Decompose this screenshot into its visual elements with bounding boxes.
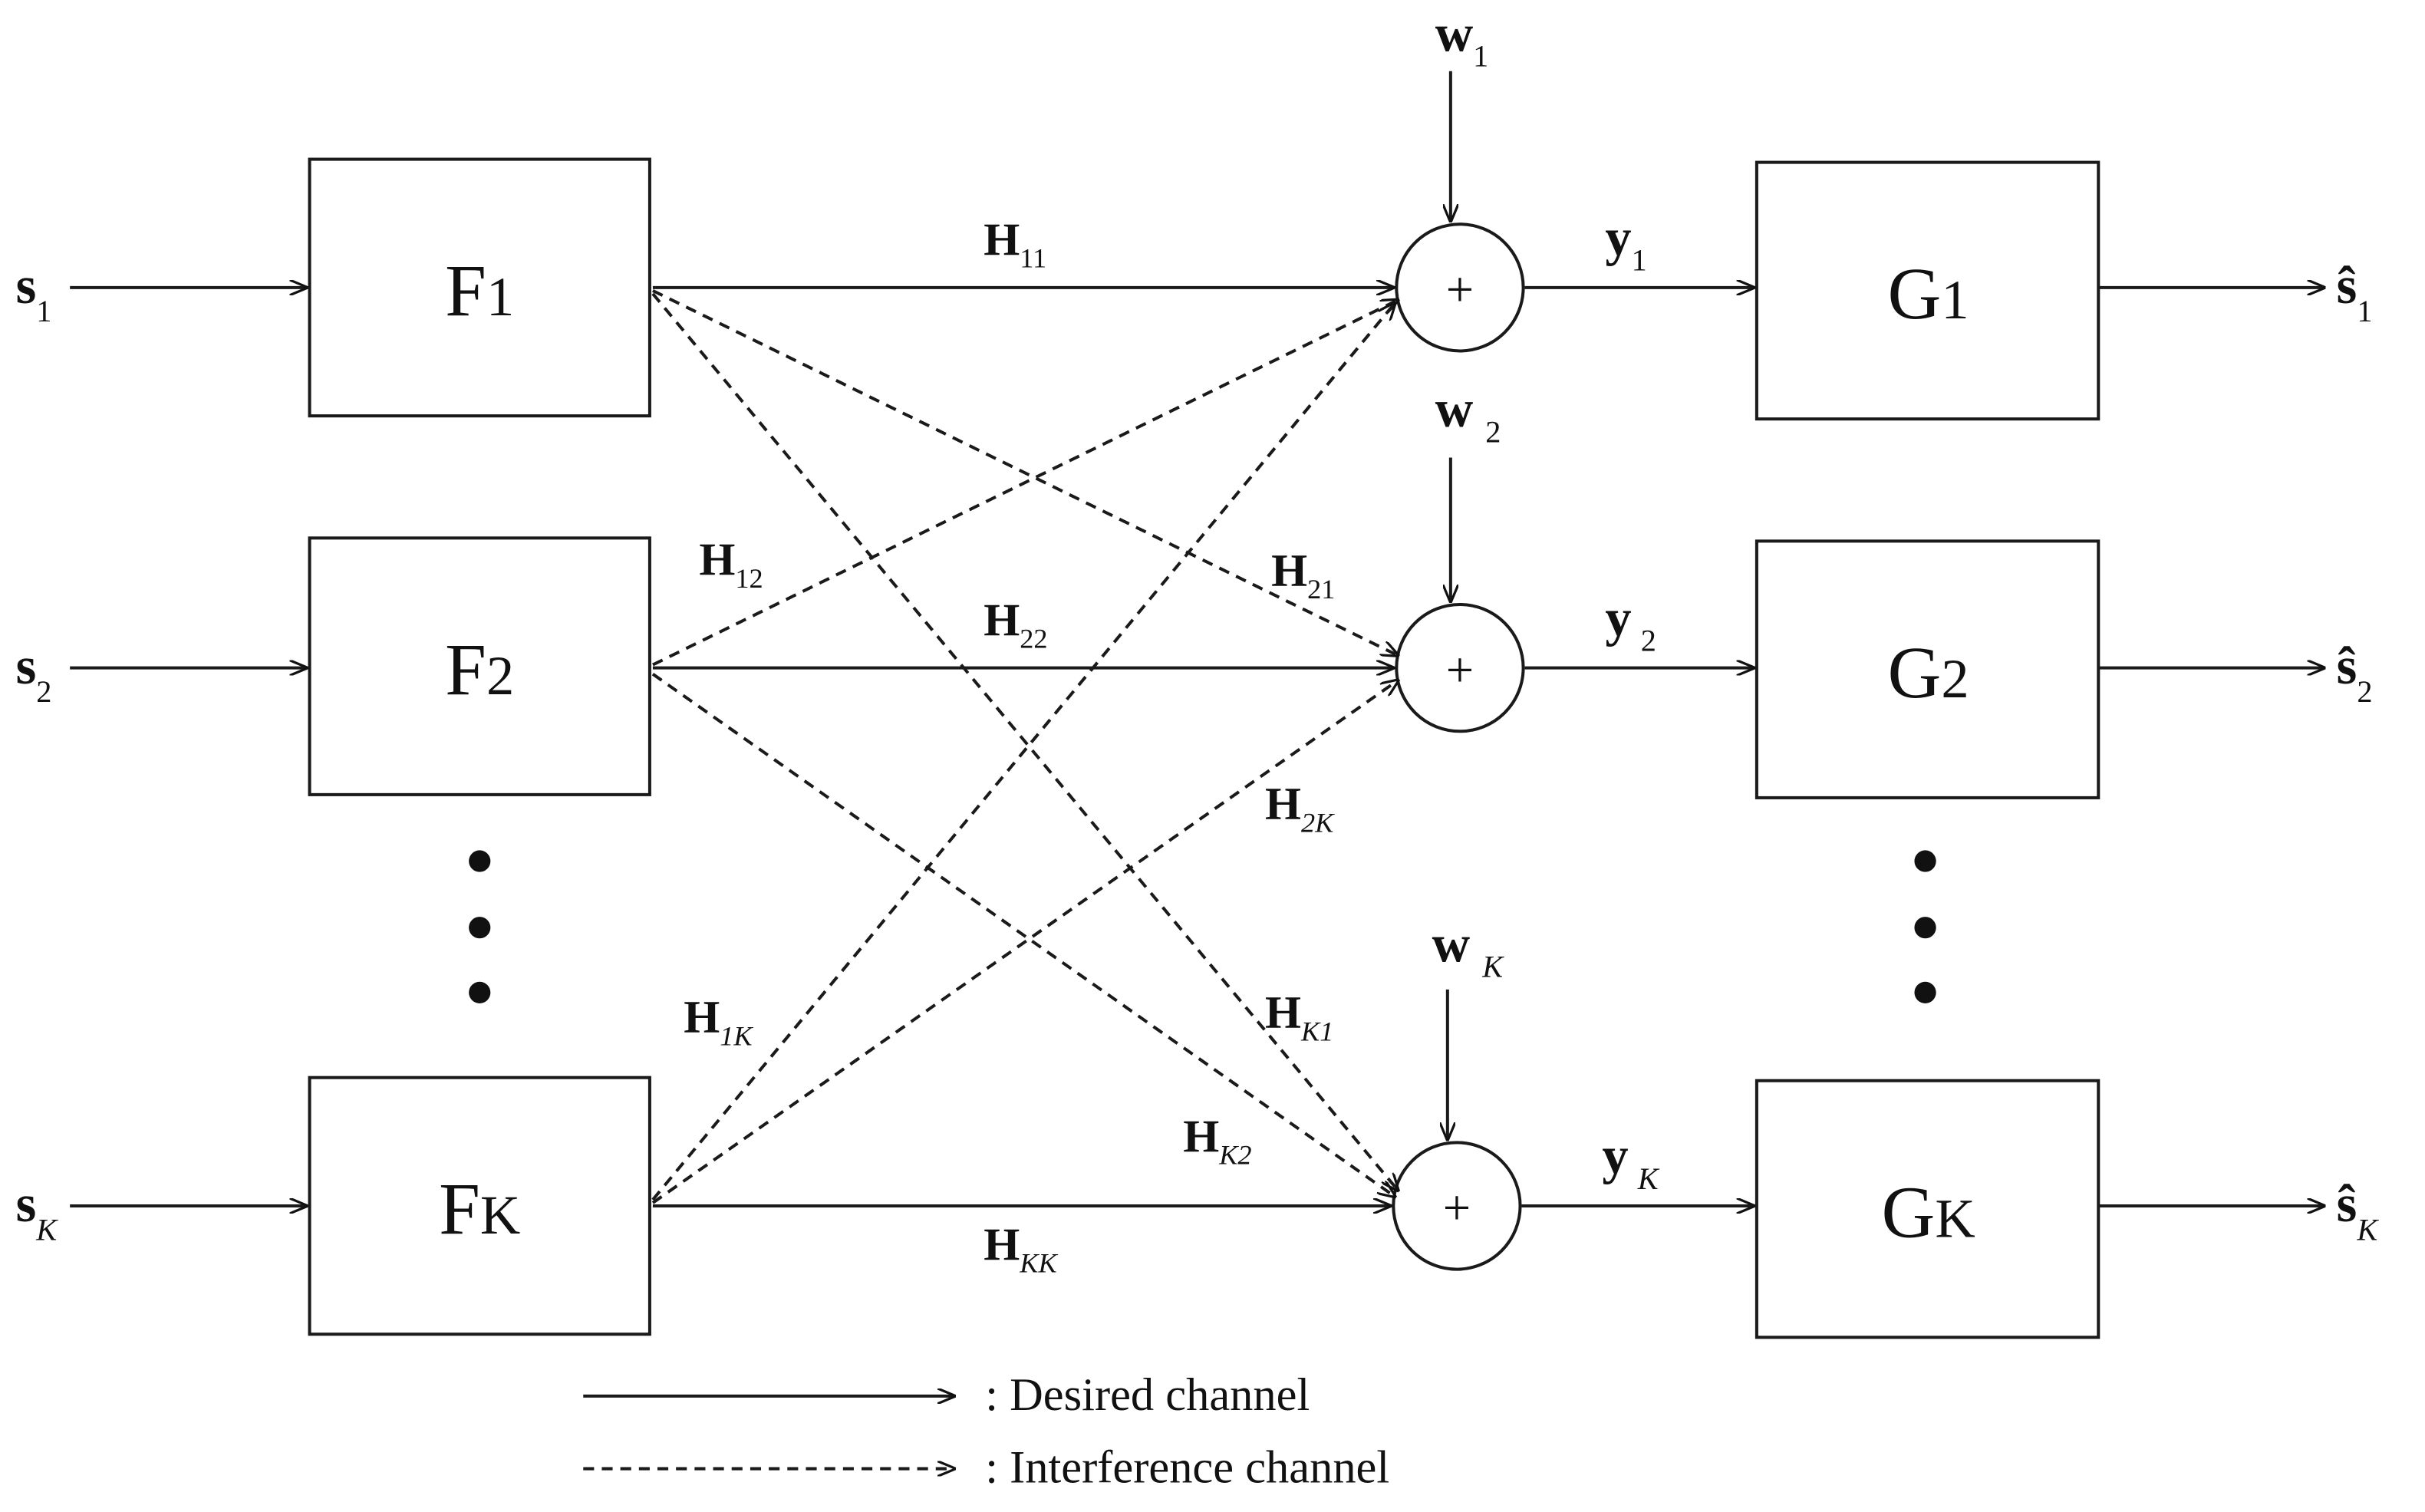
interference-channel-2k <box>651 680 1398 1204</box>
adder-2 <box>1395 602 1525 733</box>
input-label-2: s2 <box>16 637 52 709</box>
input-label-k: sK <box>16 1174 59 1247</box>
decoder-box-k <box>1755 1079 2100 1339</box>
channel-label-h1k: H1K <box>684 992 753 1051</box>
precoder-ellipsis <box>469 850 491 1003</box>
adder-1 <box>1395 222 1525 353</box>
legend-desired-label: : Desired channel <box>985 1369 1310 1421</box>
precoder-box-2 <box>308 536 651 796</box>
decoder-ellipsis <box>1914 850 1936 1003</box>
adder-symbol-2: + <box>1446 643 1474 697</box>
precoder-box-k <box>308 1076 651 1336</box>
interference-channel-1k <box>651 303 1395 1201</box>
channel-label-hk1: HK1 <box>1265 987 1333 1046</box>
interference-channel-21 <box>652 289 1398 656</box>
channel-label-h11: H11 <box>984 215 1046 274</box>
precoder-label-k: FK <box>439 1168 520 1250</box>
channel-label-h22: H22 <box>984 595 1047 654</box>
decoder-label-2: G2 <box>1888 631 1969 713</box>
precoder-label-2: F2 <box>445 628 514 710</box>
adder-symbol-1: + <box>1446 262 1474 317</box>
channel-label-hk2: HK2 <box>1183 1111 1251 1170</box>
channel-label-h2k: H2K <box>1265 779 1335 838</box>
noise-label-1: w1 <box>1435 5 1489 74</box>
decoder-box-1 <box>1755 160 2100 421</box>
channel-label-h21: H21 <box>1271 545 1335 604</box>
adder-k <box>1392 1141 1522 1271</box>
decoder-label-k: GK <box>1881 1171 1975 1253</box>
interference-channel-k1 <box>651 292 1398 1191</box>
output-label-k: ŝK <box>2337 1174 2380 1247</box>
channel-label-h12: H12 <box>699 535 763 594</box>
input-label-1: s1 <box>16 256 52 328</box>
received-label-1: y1 <box>1605 209 1646 278</box>
adder-symbol-k: + <box>1443 1181 1471 1235</box>
channel-label-hkk: HKK <box>984 1220 1058 1279</box>
output-label-2: ŝ2 <box>2337 637 2373 709</box>
decoder-label-1: G1 <box>1888 252 1969 334</box>
precoder-label-1: F1 <box>445 249 514 331</box>
output-label-1: ŝ1 <box>2337 256 2373 328</box>
interference-channel-k2 <box>651 673 1395 1197</box>
interference-channel-12 <box>652 300 1398 667</box>
legend-interference-label: : Interference channel <box>985 1442 1389 1494</box>
precoder-box-1 <box>308 157 651 418</box>
